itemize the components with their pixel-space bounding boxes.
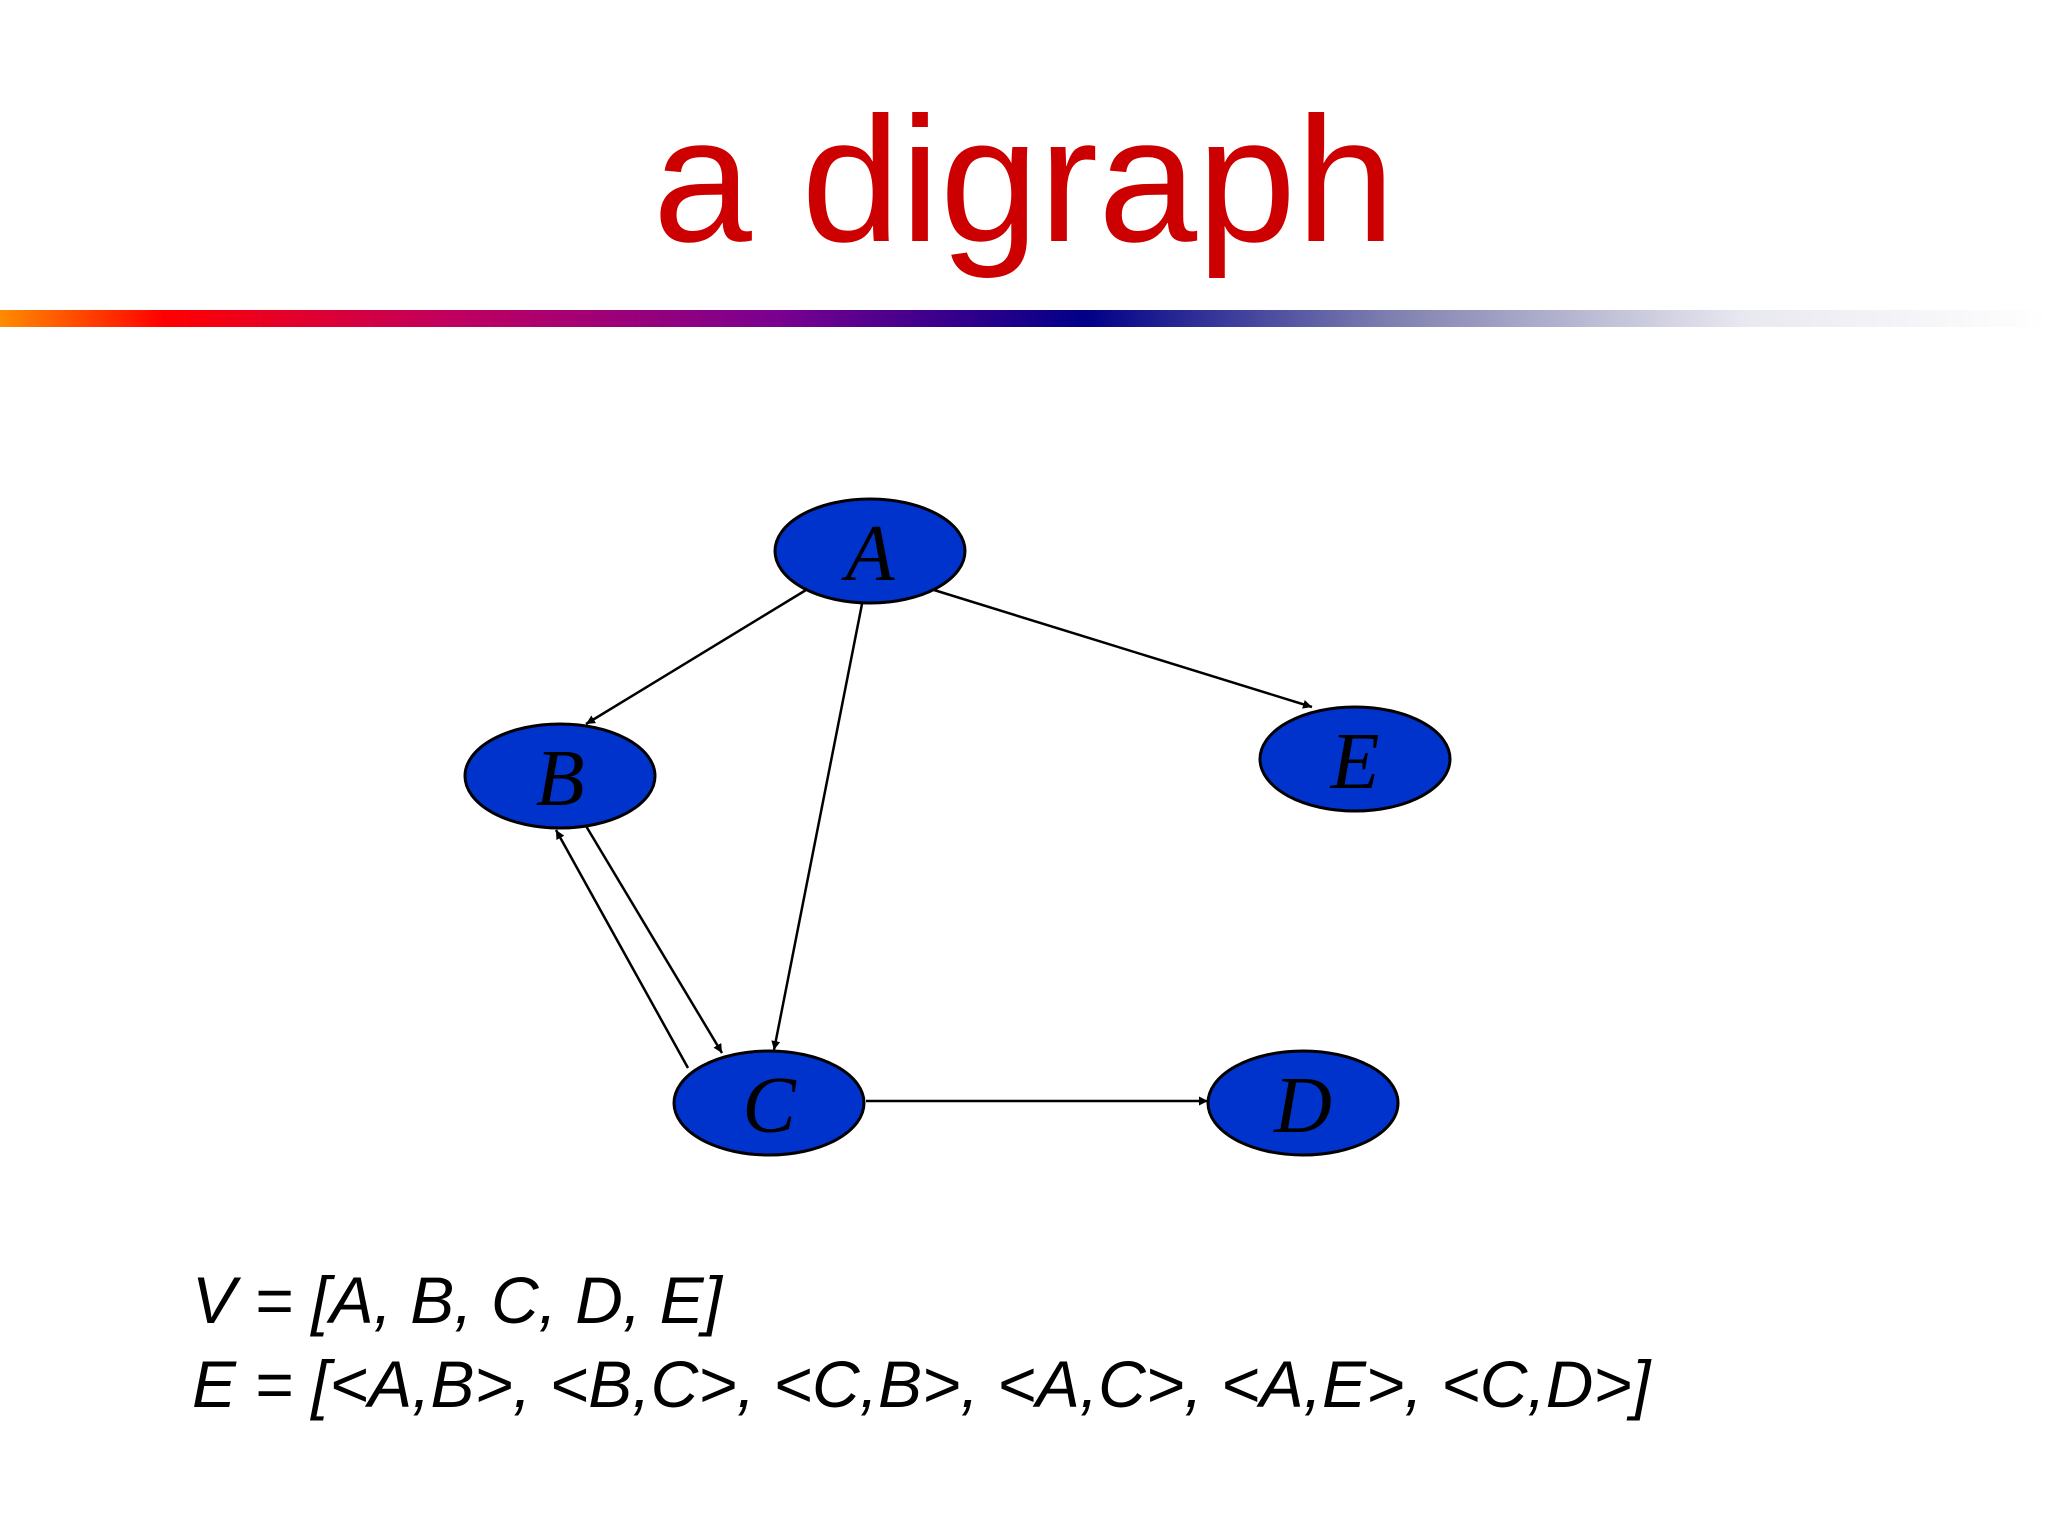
edge-b-c	[584, 825, 724, 1054]
node-d-shape	[1206, 1049, 1400, 1157]
node-c-shape	[672, 1049, 866, 1157]
node-e-shape	[1258, 705, 1452, 813]
node-a: A	[773, 497, 967, 605]
node-b-shape	[463, 722, 657, 830]
set-definitions: V = [A, B, C, D, E] E = [<A,B>, <B,C>, <…	[192, 1258, 1650, 1426]
edge-c-b	[554, 829, 690, 1069]
edge-a-b	[585, 588, 807, 726]
node-a-shape	[773, 497, 967, 605]
node-a-label: A	[841, 510, 896, 598]
edge-a-c	[771, 603, 864, 1051]
edge-a-e	[933, 588, 1313, 709]
node-b-label: B	[536, 735, 585, 823]
node-e-label: E	[1330, 718, 1380, 806]
node-c: C	[672, 1049, 866, 1157]
node-c-label: C	[742, 1062, 797, 1150]
node-e: E	[1258, 705, 1452, 813]
title-divider	[0, 310, 2048, 327]
slide-title: a digraph	[652, 80, 1396, 279]
node-b: B	[463, 722, 657, 830]
edge-set-line: E = [<A,B>, <B,C>, <C,B>, <A,C>, <A,E>, …	[192, 1347, 1651, 1421]
node-d-label: D	[1273, 1062, 1332, 1150]
node-d: D	[1206, 1049, 1400, 1157]
vertex-set-line: V = [A, B, C, D, E]	[192, 1263, 722, 1337]
